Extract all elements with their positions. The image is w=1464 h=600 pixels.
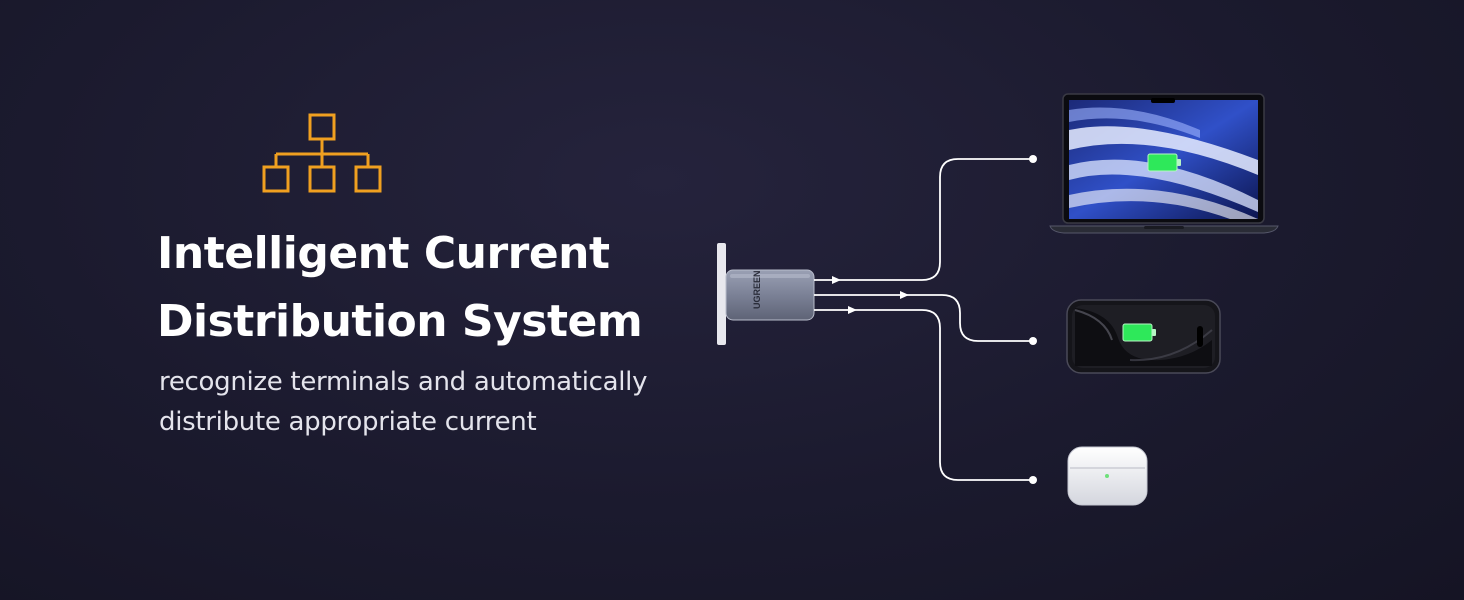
power-line-phone [814,294,1032,342]
phone [1066,299,1221,374]
battery-charging-icon [1147,153,1181,172]
connector-dot [1029,476,1037,484]
hierarchy-icon [262,113,382,193]
power-line-laptop [814,158,1032,281]
headline-line-2: Distribution System [157,296,643,347]
charger-brand: UGREEN [752,270,762,309]
flow-arrows [832,276,909,314]
arrow-icon [900,291,909,299]
subtitle-line-2: distribute appropriate current [159,407,537,437]
headline: Intelligent Current Distribution System [157,220,643,356]
connector-dot [1029,155,1037,163]
status-led-icon [1105,474,1109,478]
battery-charging-icon [1122,323,1156,342]
power-lines [814,158,1032,481]
earbuds-case [1067,446,1148,506]
wall-outlet [717,243,726,345]
laptop [1049,93,1279,234]
connector-dot [1029,337,1037,345]
headline-line-1: Intelligent Current [157,228,610,279]
power-line-earbuds [814,309,1032,481]
arrow-icon [832,276,841,284]
charger: UGREEN [725,269,815,321]
subtitle-line-1: recognize terminals and automatically [159,367,648,397]
subtitle: recognize terminals and automatically di… [159,362,647,442]
arrow-icon [848,306,857,314]
